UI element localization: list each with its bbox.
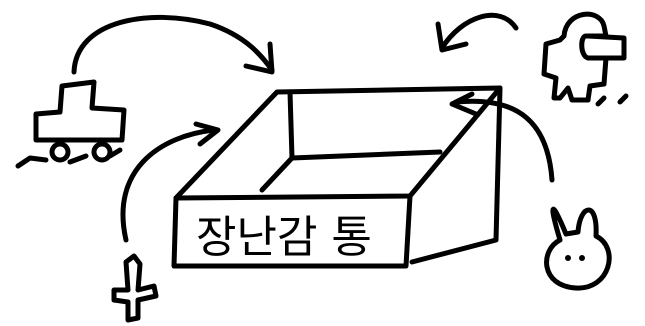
arrow-sword-to-box <box>120 121 221 243</box>
arrow-bunny-to-box <box>449 91 555 183</box>
toy-box: 장난감 통 <box>171 85 503 269</box>
bunny-icon <box>544 206 612 291</box>
toy-car-icon <box>15 79 127 169</box>
arrow-crewmate-to-box <box>435 12 519 53</box>
arrow-car-to-box <box>71 14 275 75</box>
crewmate-icon <box>541 11 629 107</box>
sword-icon <box>111 253 159 323</box>
box-label: 장난감 통 <box>196 212 372 263</box>
